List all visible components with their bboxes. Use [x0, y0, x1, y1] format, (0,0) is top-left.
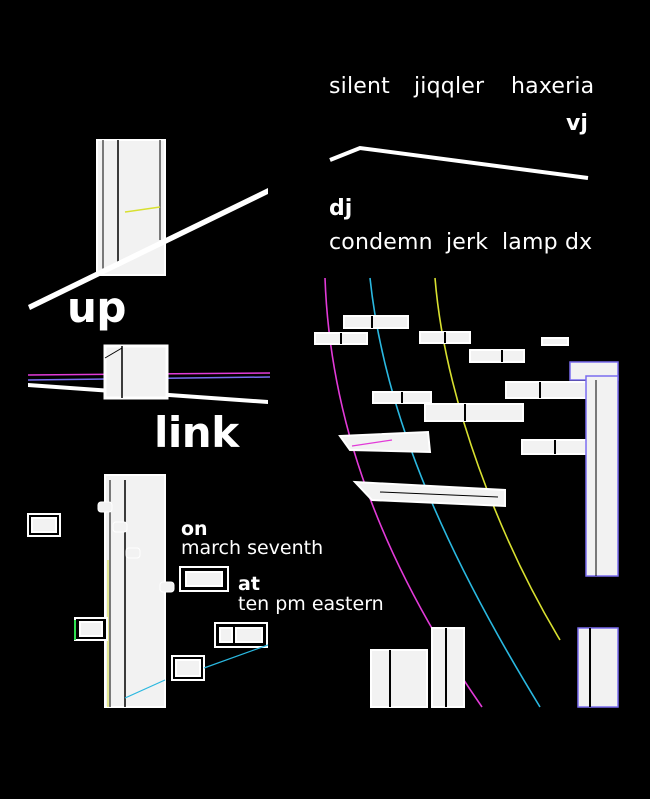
vj-name-1: silent [329, 74, 390, 99]
right-column [569, 361, 619, 577]
dj-name-1: condemn [329, 230, 433, 255]
left-blocks [27, 513, 269, 681]
right-bricks [314, 315, 587, 508]
dj-role-label: dj [329, 196, 353, 221]
date-label: on [181, 518, 208, 540]
vj-underline [329, 145, 589, 180]
diagonal-beam [28, 188, 268, 310]
dj-name-3: lamp dx [502, 230, 593, 255]
time-label: at [238, 573, 260, 595]
vj-name-3: haxeria [511, 74, 595, 99]
vj-role-label: vj [566, 111, 588, 136]
bottom-pillars [370, 627, 619, 708]
center-cube [27, 344, 271, 404]
dj-name-2: jerk [446, 230, 489, 255]
title-word-up: up [67, 283, 126, 332]
vj-name-2: jiqqler [414, 74, 485, 99]
top-pillar [96, 139, 166, 276]
bottom-tower [97, 474, 175, 708]
event-date: march seventh [181, 537, 324, 559]
event-time: ten pm eastern [238, 593, 384, 615]
title-word-link: link [154, 408, 239, 457]
